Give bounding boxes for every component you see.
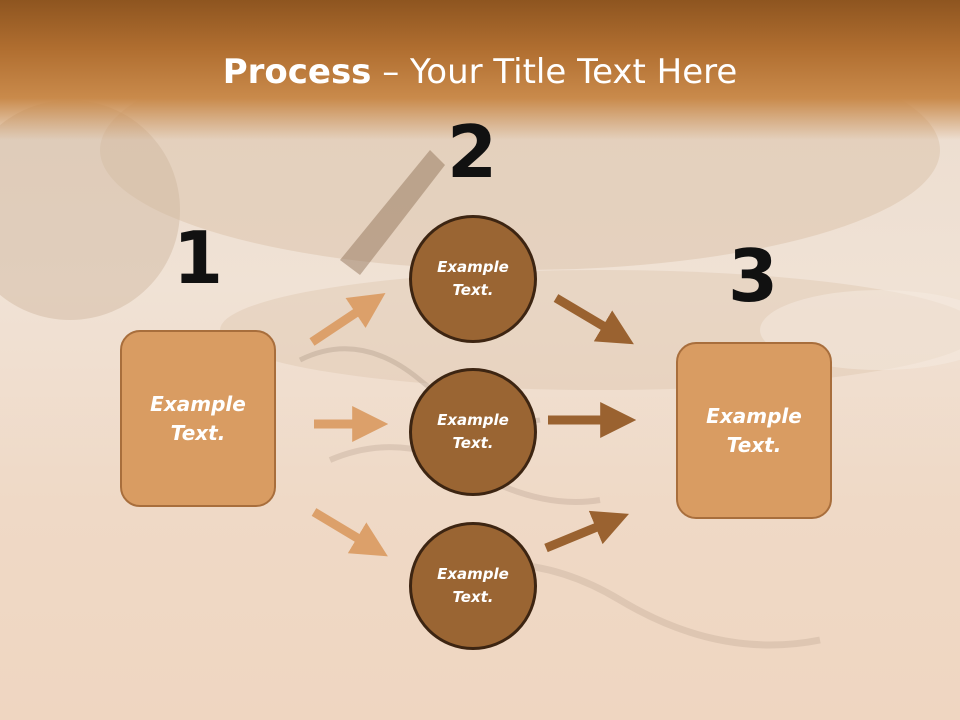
arrow-circle3-to-box3 — [544, 510, 629, 553]
right-step-box: Example Text. — [676, 342, 832, 519]
left-step-box: Example Text. — [120, 330, 276, 507]
step-number-3: 3 — [727, 234, 779, 318]
middle-circle-top: Example Text. — [409, 215, 537, 343]
middle-circle-center-line1: Example — [437, 411, 509, 429]
middle-circle-center-text: Example Text. — [413, 409, 533, 455]
step-number-2: 2 — [446, 110, 498, 194]
left-step-box-line1: Example — [150, 391, 246, 416]
middle-circle-bottom-line1: Example — [437, 565, 509, 583]
step-number-1: 1 — [172, 216, 224, 300]
right-step-box-text: Example Text. — [694, 402, 814, 460]
middle-circle-bottom-line2: Text. — [452, 588, 494, 606]
right-step-box-line1: Example — [706, 403, 802, 428]
middle-circle-top-text: Example Text. — [413, 256, 533, 302]
left-step-box-line2: Text. — [170, 420, 226, 445]
arrow-box1-to-circle1 — [309, 293, 386, 346]
arrow-box1-to-circle3 — [311, 508, 388, 557]
middle-circle-bottom-text: Example Text. — [413, 563, 533, 609]
middle-circle-bottom: Example Text. — [409, 522, 537, 650]
title-bold: Process — [222, 52, 372, 92]
middle-circle-top-line2: Text. — [452, 281, 494, 299]
right-step-box-line2: Text. — [726, 432, 782, 457]
middle-circle-center: Example Text. — [409, 368, 537, 496]
middle-circle-top-line1: Example — [437, 258, 509, 276]
header-band — [0, 0, 960, 140]
arrow-circle1-to-box3 — [553, 294, 634, 345]
left-step-box-text: Example Text. — [138, 390, 258, 448]
slide-title: Process – Your Title Text Here — [0, 52, 960, 92]
title-rest: – Your Title Text Here — [371, 52, 738, 92]
middle-circle-center-line2: Text. — [452, 434, 494, 452]
